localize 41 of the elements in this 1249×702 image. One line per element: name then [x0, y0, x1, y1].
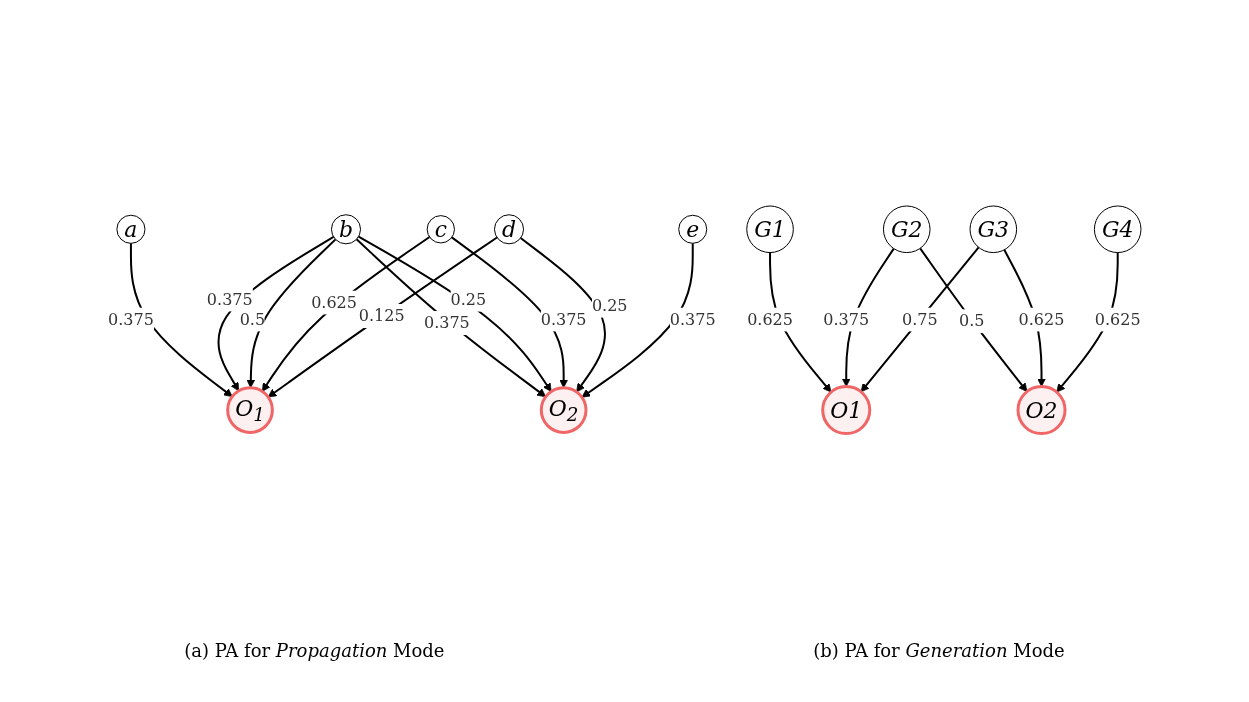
node-circle: a [116, 214, 146, 245]
arrow [261, 236, 431, 392]
edge-label: 0.375 [206, 289, 253, 309]
arrow [450, 236, 569, 389]
edge-label: 0.25 [450, 289, 487, 309]
node-circle: G4 [1093, 205, 1142, 254]
node-circle: b [330, 214, 361, 245]
edge-label: 0.375 [423, 313, 470, 333]
node-circle: G3 [969, 205, 1018, 254]
node-circle: e [678, 214, 708, 244]
node-circle: O$_{1}$ [226, 386, 274, 435]
edge-label: 0.5 [239, 309, 266, 329]
figure-caption: (b) PA for Generation Mode [813, 640, 1065, 661]
edge-label: 0.625 [1018, 309, 1065, 329]
edge-label: 0.75 [902, 309, 938, 329]
node-circle: c [426, 215, 455, 244]
edge-label: 0.375 [108, 309, 154, 329]
edge-label: 0.375 [669, 309, 716, 329]
arrow [267, 236, 498, 398]
arrow [217, 236, 335, 392]
edge-label: 0.625 [311, 292, 357, 312]
arrow [246, 238, 337, 389]
node-circle: O2 [1016, 385, 1067, 436]
edge-label: 0.375 [823, 309, 870, 329]
edge-label: 0.625 [747, 309, 793, 329]
arrow [919, 247, 1028, 393]
arrow [519, 237, 606, 393]
node-circle: G1 [746, 205, 794, 254]
edge-label: 0.5 [959, 311, 985, 331]
node-circle: G2 [882, 205, 931, 254]
arrow [129, 242, 233, 398]
node-circle: d [493, 214, 525, 245]
edge-label: 0.25 [591, 295, 628, 315]
node-circle: O$_{2}$ [539, 386, 588, 435]
edge-label: 0.625 [1094, 309, 1141, 329]
arrow [581, 242, 694, 398]
figure-caption: (a) PA for Propagation Mode [184, 640, 445, 661]
edge-label: 0.375 [540, 309, 587, 329]
edge-label: 0.125 [358, 306, 405, 326]
node-circle: O1 [821, 385, 872, 436]
arrow [860, 246, 980, 393]
